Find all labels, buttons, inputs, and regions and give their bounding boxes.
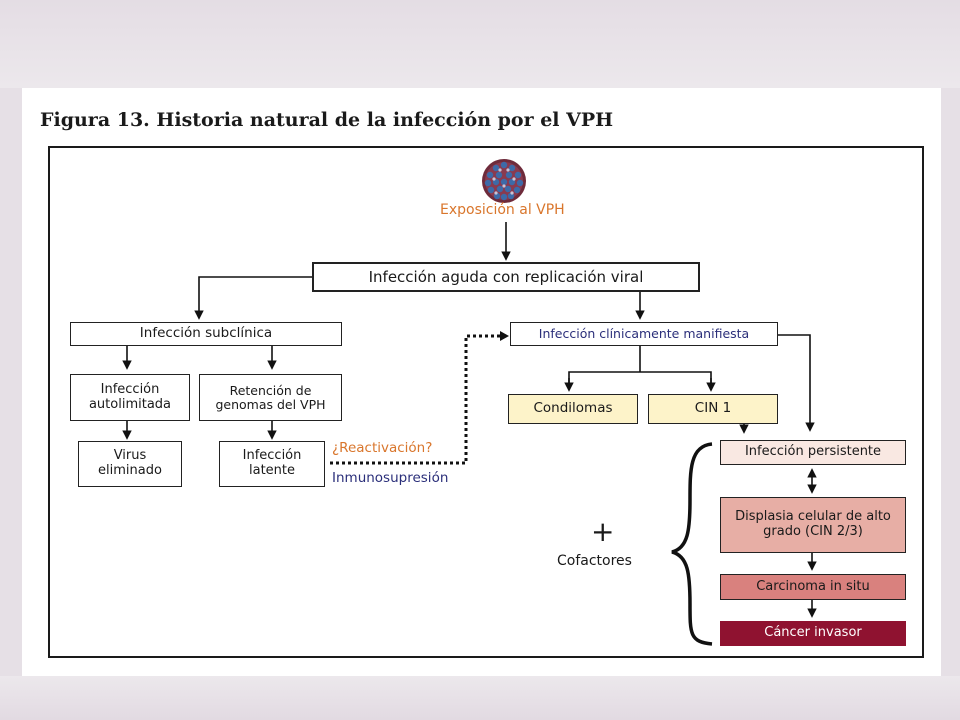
plus-sign: + [591, 515, 615, 548]
node-cancer-invasor: Cáncer invasor [720, 621, 906, 646]
node-infeccion-aguda: Infección aguda con replicación viral [312, 262, 700, 292]
node-latente: Infección latente [219, 441, 325, 487]
reactivacion-label: ¿Reactivación? [332, 440, 433, 456]
slide-background-top [0, 0, 960, 88]
node-carcinoma: Carcinoma in situ [720, 574, 906, 600]
node-condilomas: Condilomas [508, 394, 638, 424]
node-autolimitada: Infección autolimitada [70, 374, 190, 421]
figure-title: Figura 13. Historia natural de la infecc… [40, 109, 614, 131]
node-displasia: Displasia celular de alto grado (CIN 2/3… [720, 497, 906, 553]
node-clinica: Infección clínicamente manifiesta [510, 322, 778, 346]
slide-background-left [0, 88, 22, 676]
slide-background-right [941, 88, 960, 676]
hpv-virus-icon [482, 159, 526, 203]
node-retencion: Retención de genomas del VPH [199, 374, 342, 421]
slide-background-bottom [0, 676, 960, 720]
node-cin1: CIN 1 [648, 394, 778, 424]
node-persistente: Infección persistente [720, 440, 906, 465]
node-subclinica: Infección subclínica [70, 322, 342, 346]
exposicion-label: Exposición al VPH [440, 202, 565, 218]
cofactores-label: Cofactores [557, 553, 632, 569]
diagram-frame [48, 146, 924, 658]
inmunosupresion-label: Inmunosupresión [332, 470, 449, 486]
node-virus-eliminado: Virus eliminado [78, 441, 182, 487]
